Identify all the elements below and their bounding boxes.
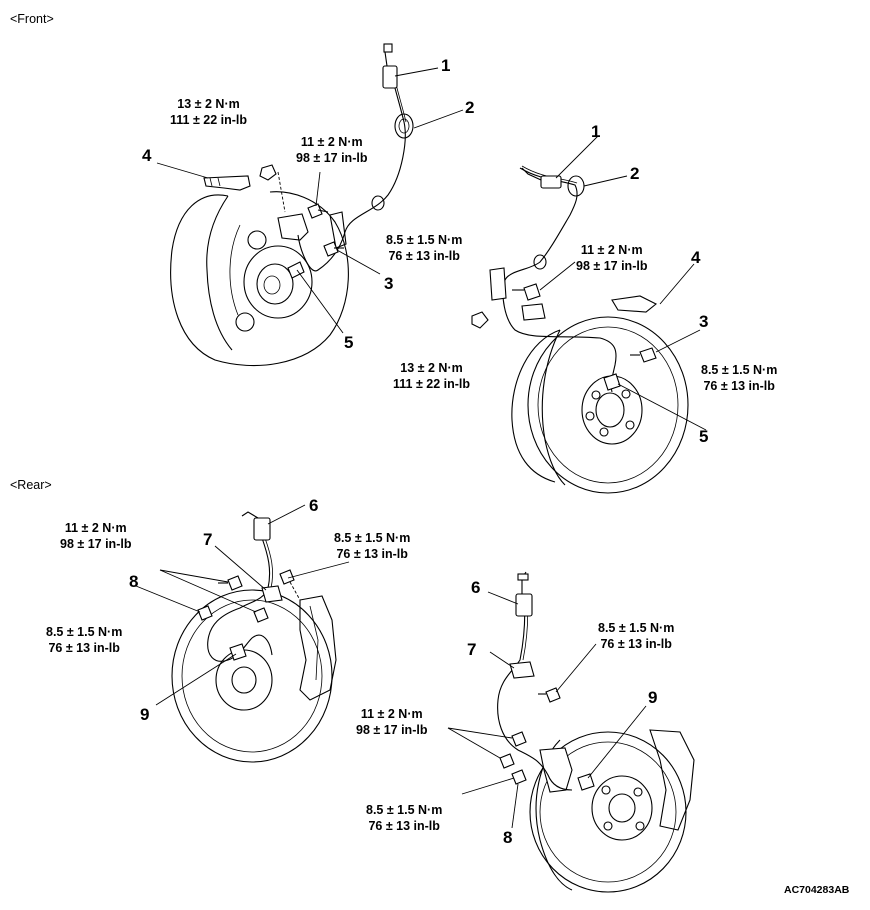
- rear-left-assembly: [135, 504, 350, 763]
- rear-left-connector: [253, 517, 271, 541]
- front-left-grommet: [394, 113, 414, 139]
- front-right-rotor-back: [511, 329, 561, 483]
- rear-right-disc: [529, 731, 687, 893]
- front-left-connector: [382, 65, 398, 89]
- rear-right-bolt-c: [499, 753, 515, 769]
- rear-left-callout-7: 7: [203, 530, 213, 549]
- front-right-torque-bracket: 11 ± 2 N·m 98 ± 17 in-lb: [576, 243, 648, 273]
- rear-left-callout-9: 9: [140, 705, 150, 724]
- rear-left-caliper: [299, 595, 337, 701]
- front-right-callout-1: 1: [591, 122, 601, 141]
- front-left-part-4: [203, 175, 251, 191]
- front-right-disc: [527, 316, 689, 494]
- front-left-callout-3: 3: [384, 274, 394, 293]
- rear-left-torque-bolt: 8.5 ± 1.5 N·m 76 ± 13 in-lb: [334, 531, 411, 561]
- front-left-bolt-a: [307, 203, 323, 219]
- rear-right-hub: [591, 775, 653, 841]
- section-label-front: <Front>: [10, 12, 54, 26]
- rear-left-bracket: [261, 585, 283, 603]
- front-right-callout-3: 3: [699, 312, 709, 331]
- front-right-connector: [540, 175, 562, 189]
- front-left-callout-5: 5: [344, 333, 354, 352]
- rear-right-bracket: [509, 661, 535, 679]
- front-right-sensor: [603, 373, 621, 391]
- front-right-harness: [502, 167, 617, 393]
- rear-left-torque-bracket: 11 ± 2 N·m 98 ± 17 in-lb: [60, 521, 132, 551]
- front-left-bracket: [277, 213, 309, 241]
- front-left-torque-bracket: 11 ± 2 N·m 98 ± 17 in-lb: [296, 135, 368, 165]
- rear-left-torque-sensor: 8.5 ± 1.5 N·m 76 ± 13 in-lb: [46, 625, 123, 655]
- rear-left-disc: [171, 589, 333, 763]
- rear-left-callout-6: 6: [309, 496, 319, 515]
- front-right-torque-sensor: 8.5 ± 1.5 N·m 76 ± 13 in-lb: [701, 363, 778, 393]
- rear-right-harness: [497, 595, 573, 791]
- front-right-torque-nut: 13 ± 2 N·m 111 ± 22 in-lb: [393, 361, 471, 391]
- rear-left-harness: [207, 537, 273, 662]
- front-right-callout-5: 5: [699, 427, 709, 446]
- front-left-callout-1: 1: [441, 56, 451, 75]
- rear-left-bolt-b: [279, 569, 295, 585]
- rear-right-torque-bolt: 8.5 ± 1.5 N·m 76 ± 13 in-lb: [598, 621, 675, 651]
- front-right-bolt-b: [639, 347, 657, 363]
- front-left-callout-2: 2: [465, 98, 475, 117]
- front-left-harness: [297, 67, 406, 272]
- front-left-hub: [243, 245, 313, 319]
- front-right-nut: [471, 311, 489, 329]
- rear-right-bolt-d: [511, 769, 527, 785]
- front-left-callout-4: 4: [142, 146, 152, 165]
- front-left-torque-sensor: 8.5 ± 1.5 N·m 76 ± 13 in-lb: [386, 233, 463, 263]
- front-left-knuckle: [170, 191, 349, 367]
- rear-right-callout-6: 6: [471, 578, 481, 597]
- rear-right-callout-9: 9: [648, 688, 658, 707]
- front-left-torque-nut: 13 ± 2 N·m 111 ± 22 in-lb: [170, 97, 248, 127]
- rear-left-bolt-c: [253, 607, 269, 623]
- section-label-rear: <Rear>: [10, 478, 52, 492]
- rear-right-caliper: [649, 729, 695, 831]
- front-right-bracket: [489, 267, 507, 301]
- rear-right-connector: [515, 593, 533, 617]
- rear-right-callout-7: 7: [467, 640, 477, 659]
- rear-right-callout-8: 8: [503, 828, 513, 847]
- rear-right-assembly: [447, 571, 695, 893]
- rear-right-torque-sensor: 8.5 ± 1.5 N·m 76 ± 13 in-lb: [366, 803, 443, 833]
- front-left-assembly: [156, 43, 464, 367]
- figure-code: AC704283AB: [784, 884, 850, 896]
- rear-right-bolt-b: [511, 731, 527, 747]
- rear-left-bolt-d: [197, 605, 213, 621]
- rear-left-bolt-a: [227, 575, 243, 591]
- front-right-callout-2: 2: [630, 164, 640, 183]
- front-right-assembly: [471, 135, 707, 494]
- rear-right-sensor: [577, 773, 595, 791]
- rear-left-callout-8: 8: [129, 572, 139, 591]
- front-right-callout-4: 4: [691, 248, 701, 267]
- front-right-bolt-a: [523, 283, 541, 301]
- front-left-nut: [259, 164, 277, 181]
- rear-right-torque-bracket: 11 ± 2 N·m 98 ± 17 in-lb: [356, 707, 428, 737]
- rear-left-hub: [215, 649, 273, 711]
- front-left-bolt-b: [323, 241, 339, 257]
- front-right-part-4: [611, 295, 658, 313]
